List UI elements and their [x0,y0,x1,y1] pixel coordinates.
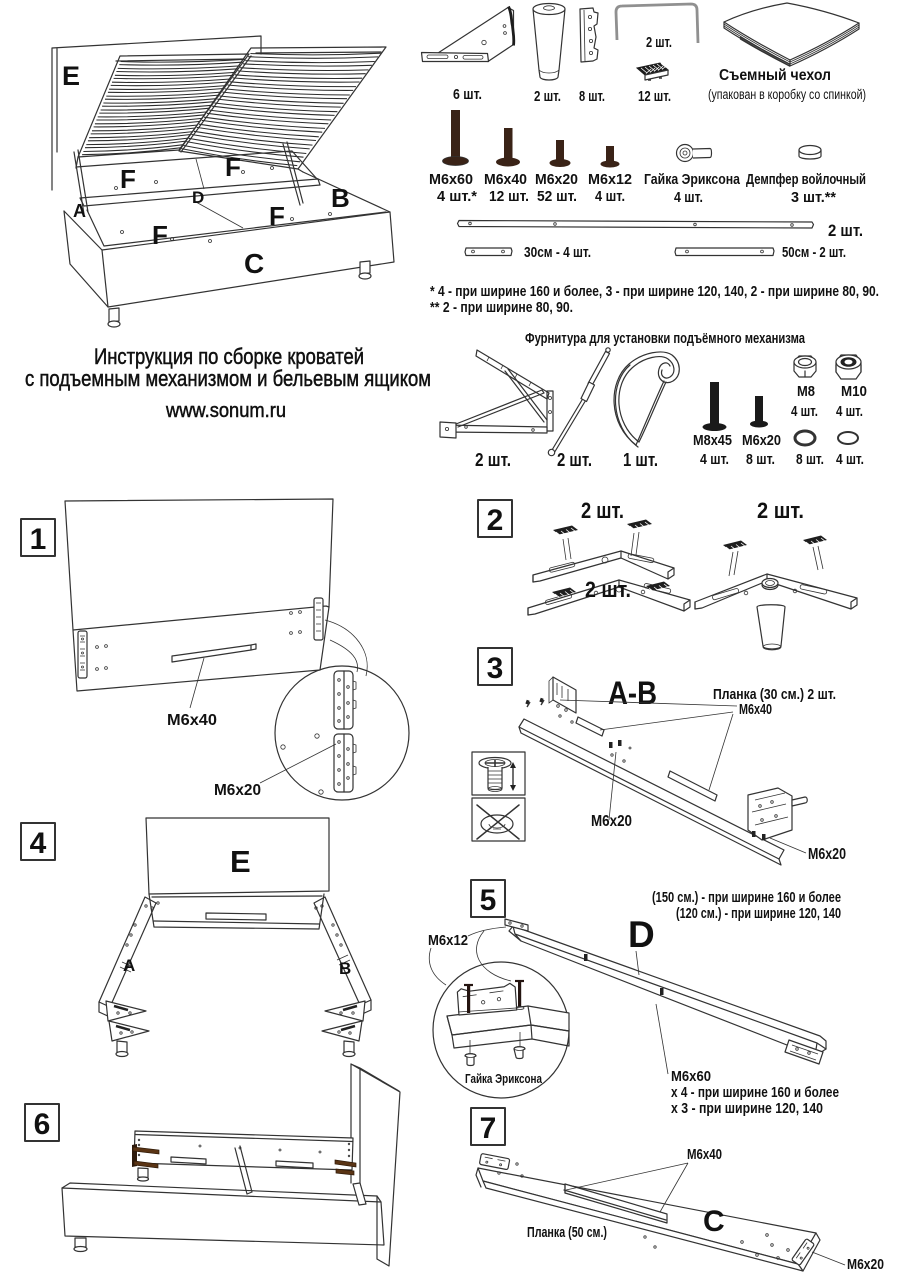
svg-text:2 шт.: 2 шт. [646,34,672,51]
svg-text:** 2 - при ширине 80, 90.: ** 2 - при ширине 80, 90. [430,299,573,316]
svg-text:2 шт.: 2 шт. [557,450,592,470]
svg-text:8 шт.: 8 шт. [746,451,775,468]
svg-text:М6х20: М6х20 [214,782,261,799]
svg-text:2 шт.: 2 шт. [757,498,804,523]
svg-text:2 шт.: 2 шт. [581,498,624,523]
svg-text:2 шт.: 2 шт. [475,450,511,470]
svg-text:* 4 - при ширине 160 и более,: * 4 - при ширине 160 и более, 3 - при ши… [430,283,879,300]
svg-text:6: 6 [34,1108,51,1141]
svg-text:Фурнитура для установки подъём: Фурнитура для установки подъёмного механ… [525,330,805,347]
svg-text:М6х12: М6х12 [428,932,468,949]
svg-text:(150 см.) - при ширине 160 и б: (150 см.) - при ширине 160 и более [652,890,841,906]
svg-text:www.sonum.ru: www.sonum.ru [165,400,286,422]
svg-text:5: 5 [480,884,497,917]
svg-text:M6x20: M6x20 [742,432,781,449]
svg-text:F: F [120,164,136,194]
svg-text:В: В [339,959,351,978]
svg-text:12 шт.: 12 шт. [638,88,671,105]
svg-text:(120 см.) - при ширине 120, 14: (120 см.) - при ширине 120, 140 [676,906,841,922]
svg-text:М6х40: М6х40 [484,172,527,188]
svg-text:Инструкция по сборке кроватей: Инструкция по сборке кроватей [94,344,364,369]
svg-text:E: E [62,61,80,91]
svg-text:х 3 - при ширине 120, 140: х 3 - при ширине 120, 140 [671,1101,823,1117]
svg-text:12 шт.: 12 шт. [489,189,529,205]
svg-text:2: 2 [487,504,504,537]
svg-text:M8x45: M8x45 [693,432,732,449]
svg-text:1 шт.: 1 шт. [623,450,658,470]
svg-text:Демпфер войлочный: Демпфер войлочный [746,172,866,188]
svg-text:М6х20: М6х20 [591,813,632,830]
svg-text:D: D [192,188,204,207]
svg-text:Гайка Эриксона: Гайка Эриксона [465,1071,543,1086]
svg-text:4 шт.: 4 шт. [700,451,729,468]
svg-text:F: F [269,201,285,231]
svg-text:М6х40: М6х40 [687,1146,722,1163]
svg-text:4 шт.: 4 шт. [595,189,625,205]
svg-text:(упакован в коробку со спинкой: (упакован в коробку со спинкой) [708,87,866,102]
svg-text:М6х12: М6х12 [588,172,632,188]
svg-text:M8: M8 [797,383,815,400]
svg-text:М6х20: М6х20 [847,1256,884,1273]
svg-text:F: F [225,152,241,182]
svg-text:М6х40: М6х40 [167,712,217,729]
svg-text:Планка (50 см.): Планка (50 см.) [527,1224,607,1241]
svg-text:8 шт.: 8 шт. [796,451,824,468]
svg-text:М6х60: М6х60 [429,172,473,188]
svg-text:М6х20: М6х20 [808,846,846,863]
svg-text:3 шт.**: 3 шт.** [791,190,836,206]
svg-text:2 шт.: 2 шт. [585,577,631,602]
svg-text:B: B [331,183,350,213]
svg-text:A: A [73,201,86,221]
svg-text:х 4 - при ширине 160 и более: х 4 - при ширине 160 и более [671,1085,839,1101]
svg-text:M10: M10 [841,383,867,400]
svg-text:52 шт.: 52 шт. [537,189,577,205]
svg-text:4 шт.: 4 шт. [836,451,864,468]
svg-text:М6х40: М6х40 [739,701,772,718]
svg-text:8 шт.: 8 шт. [579,88,605,105]
svg-text:А-В: А-В [608,675,657,711]
svg-text:2 шт.: 2 шт. [828,221,863,240]
svg-text:30см - 4 шт.: 30см - 4 шт. [524,244,591,261]
svg-text:E: E [230,844,251,879]
svg-text:4 шт.: 4 шт. [836,403,863,420]
svg-text:4: 4 [30,827,47,860]
svg-text:7: 7 [480,1112,497,1145]
svg-text:М6х60: М6х60 [671,1068,711,1085]
svg-text:3: 3 [487,652,504,685]
svg-text:С: С [703,1205,725,1238]
svg-text:А: А [123,956,135,975]
svg-text:6 шт.: 6 шт. [453,86,482,103]
svg-text:F: F [152,220,168,250]
svg-text:D: D [628,914,655,955]
svg-text:М6х20: М6х20 [535,172,578,188]
svg-text:4 шт.: 4 шт. [674,190,703,206]
svg-text:C: C [244,248,264,279]
svg-text:50см - 2 шт.: 50см - 2 шт. [782,244,846,261]
svg-text:2 шт.: 2 шт. [534,88,561,105]
svg-text:с подъемным механизмом и белье: с подъемным механизмом и бельевым ящиком [25,366,431,391]
svg-text:Съемный чехол: Съемный чехол [719,67,831,84]
svg-text:4 шт.*: 4 шт.* [437,189,477,205]
svg-text:1: 1 [30,523,47,556]
svg-text:4 шт.: 4 шт. [791,403,818,420]
svg-text:Планка (30 см.) 2 шт.: Планка (30 см.) 2 шт. [713,686,836,703]
svg-text:Гайка Эриксона: Гайка Эриксона [644,172,741,188]
